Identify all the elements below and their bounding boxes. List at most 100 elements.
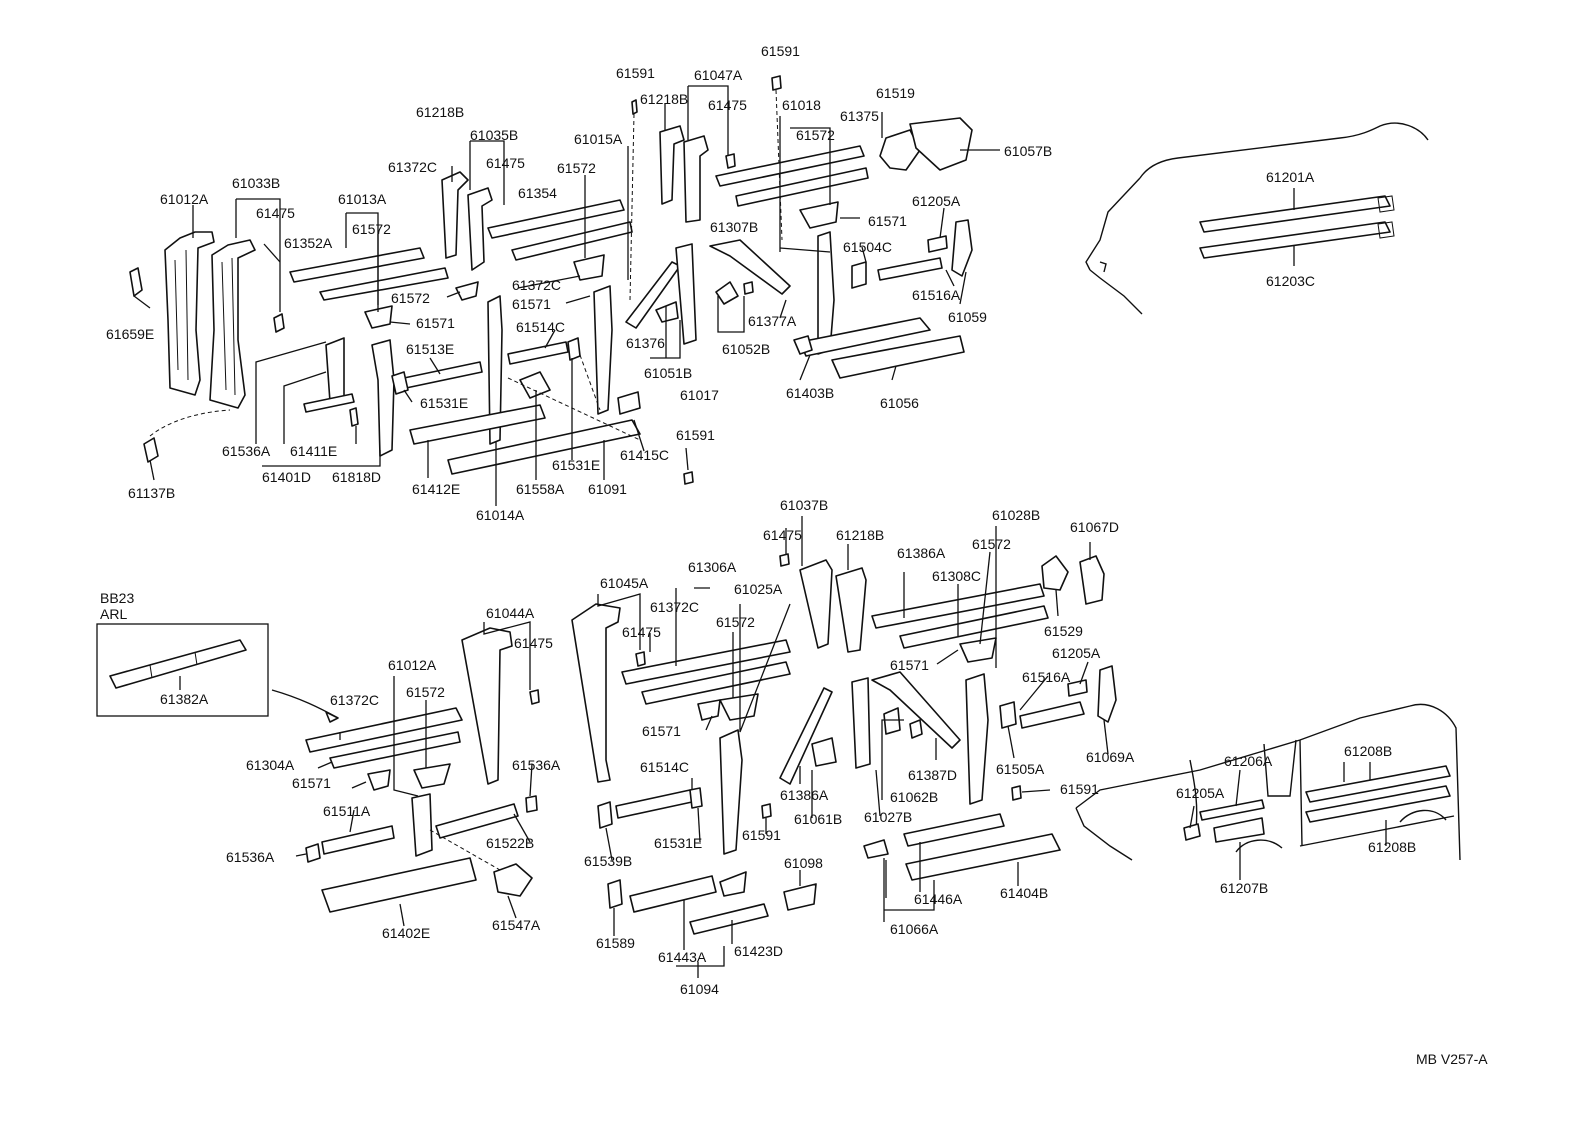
part-label: 61511A xyxy=(323,803,371,819)
part-label: 61411E xyxy=(290,443,337,459)
top-right-parts xyxy=(793,117,973,379)
part-label: 61354 xyxy=(518,185,557,201)
part-label: 61218B xyxy=(836,527,884,543)
part-label: 61307B xyxy=(710,219,758,235)
part-label: 61475 xyxy=(763,527,802,543)
part-label: 61415C xyxy=(620,447,669,463)
part-label: 61208B xyxy=(1344,743,1392,759)
part-label: 61404B xyxy=(1000,885,1048,901)
part-label: 61066A xyxy=(890,921,939,937)
part-label: 61475 xyxy=(514,635,553,651)
part-label: 61572 xyxy=(352,221,391,237)
part-label: 61094 xyxy=(680,981,719,997)
part-label: 61069A xyxy=(1086,749,1135,765)
part-label: 61571 xyxy=(890,657,929,673)
part-label: 61519 xyxy=(876,85,915,101)
part-label: 61572 xyxy=(796,127,835,143)
leader-lines xyxy=(133,85,1387,978)
part-label: 61589 xyxy=(596,935,635,951)
part-label: 61033B xyxy=(232,175,280,191)
part-label: 61201A xyxy=(1266,169,1315,185)
part-label: 61423D xyxy=(734,943,783,959)
part-label: 61013A xyxy=(338,191,387,207)
inset-box xyxy=(96,623,269,717)
part-label: 61531E xyxy=(552,457,600,473)
part-label: 61027B xyxy=(864,809,912,825)
part-label: 61057B xyxy=(1004,143,1052,159)
part-label: 61059 xyxy=(948,309,987,325)
part-label: 61514C xyxy=(640,759,689,775)
part-label: 61529 xyxy=(1044,623,1083,639)
part-label: 61558A xyxy=(516,481,565,497)
part-label: 61412E xyxy=(412,481,460,497)
part-label: 61591 xyxy=(742,827,781,843)
part-label: 61572 xyxy=(391,290,430,306)
part-label: 61028B xyxy=(992,507,1040,523)
part-label: 61572 xyxy=(972,536,1011,552)
part-label: 61547A xyxy=(492,917,541,933)
part-label: 61035B xyxy=(470,127,518,143)
part-label: 61403B xyxy=(786,385,834,401)
part-label: 61372C xyxy=(388,159,437,175)
part-label: 61475 xyxy=(256,205,295,221)
part-label: 61056 xyxy=(880,395,919,411)
part-label: 61017 xyxy=(680,387,719,403)
part-label: 61045A xyxy=(600,575,649,591)
part-label: 61505A xyxy=(996,761,1045,777)
part-label: 61591 xyxy=(761,43,800,59)
part-label: 61402E xyxy=(382,925,430,941)
part-label: 61386A xyxy=(780,787,829,803)
part-label: 61372C xyxy=(650,599,699,615)
van-body-top xyxy=(1085,122,1429,315)
part-label: 61098 xyxy=(784,855,823,871)
part-label: 61572 xyxy=(406,684,445,700)
part-label: 61513E xyxy=(406,341,454,357)
part-label: 61208B xyxy=(1368,839,1416,855)
part-label: 61818D xyxy=(332,469,381,485)
bottom-left-parts xyxy=(96,623,540,913)
part-label: 61377A xyxy=(748,313,797,329)
part-label: 61591 xyxy=(676,427,715,443)
part-label: 61014A xyxy=(476,507,525,523)
part-label: 61207B xyxy=(1220,880,1268,896)
part-label: 61531E xyxy=(654,835,702,851)
part-label: 61205A xyxy=(1176,785,1225,801)
part-label: 61382A xyxy=(160,691,209,707)
part-label: 61571 xyxy=(416,315,455,331)
part-label: 61137B xyxy=(128,485,175,501)
labels: 61591 61047A 61591 61218B 61475 61018 61… xyxy=(100,43,1488,1067)
part-label: 61536A xyxy=(226,849,275,865)
inset-label: BB23 xyxy=(100,590,134,606)
part-label: 61205A xyxy=(912,193,961,209)
part-label: 61591 xyxy=(616,65,655,81)
part-label: 61475 xyxy=(622,624,661,640)
part-label: 61372C xyxy=(512,277,561,293)
bottom-center-parts xyxy=(571,553,961,935)
part-label: 61218B xyxy=(416,104,464,120)
part-label: 61475 xyxy=(708,97,747,113)
part-label: 61205A xyxy=(1052,645,1101,661)
part-label: 61504C xyxy=(843,239,892,255)
part-label: 61051B xyxy=(644,365,692,381)
part-label: 61386A xyxy=(897,545,946,561)
part-label: 61401D xyxy=(262,469,311,485)
bottom-right-parts xyxy=(863,555,1117,881)
drawing-code: MB V257-A xyxy=(1416,1051,1488,1067)
part-label: 61061B xyxy=(794,811,842,827)
part-label: 61044A xyxy=(486,605,535,621)
part-label: 61091 xyxy=(588,481,627,497)
part-label: 61475 xyxy=(486,155,525,171)
part-label: 61376 xyxy=(626,335,665,351)
part-label: 61352A xyxy=(284,235,333,251)
part-label: 61012A xyxy=(388,657,437,673)
part-label: 61516A xyxy=(1022,669,1071,685)
part-label: 61218B xyxy=(640,91,688,107)
part-label: 61203C xyxy=(1266,273,1315,289)
part-label: 61062B xyxy=(890,789,938,805)
part-label: 61372C xyxy=(330,692,379,708)
part-label: 61591 xyxy=(1060,781,1099,797)
van-body-bottom xyxy=(1075,703,1461,861)
part-label: 61446A xyxy=(914,891,963,907)
top-center-parts xyxy=(625,75,869,345)
part-label: 61571 xyxy=(642,723,681,739)
